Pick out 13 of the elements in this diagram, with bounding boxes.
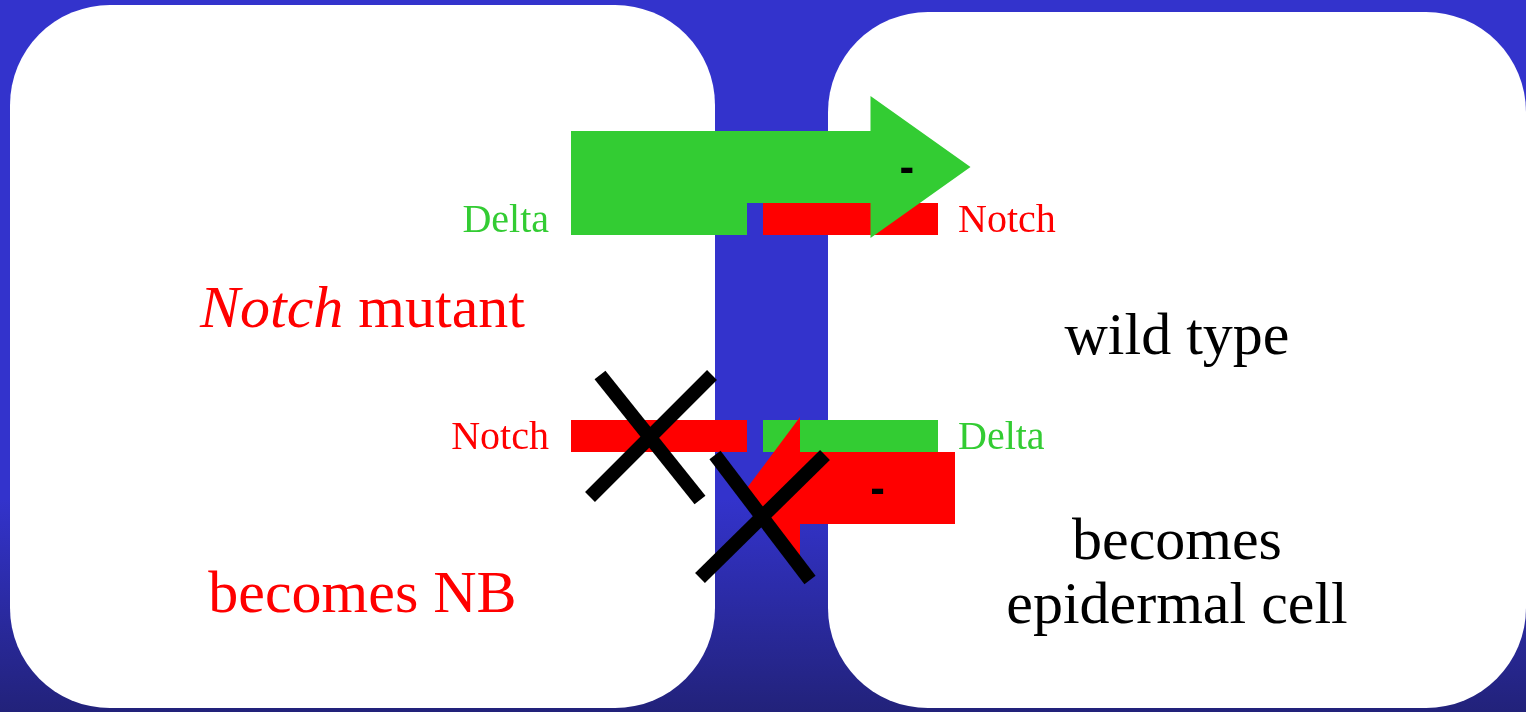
cell-body <box>10 5 715 708</box>
protein-label: Delta <box>958 420 1045 452</box>
cell-label: wild type <box>1063 302 1291 366</box>
protein-label: Notch <box>958 203 1056 235</box>
cell-fate-text: becomes epidermal cell <box>1005 507 1349 635</box>
protein-label: Notch <box>451 420 549 452</box>
cell-body <box>828 12 1526 708</box>
edge-label: - <box>870 463 885 512</box>
protein-label: Delta <box>462 203 549 235</box>
edge-label: - <box>899 142 915 191</box>
signal-arrow <box>571 96 971 238</box>
cell-label: Notch mutant <box>198 275 526 339</box>
cell-fate-text: becomes NB <box>207 560 518 624</box>
